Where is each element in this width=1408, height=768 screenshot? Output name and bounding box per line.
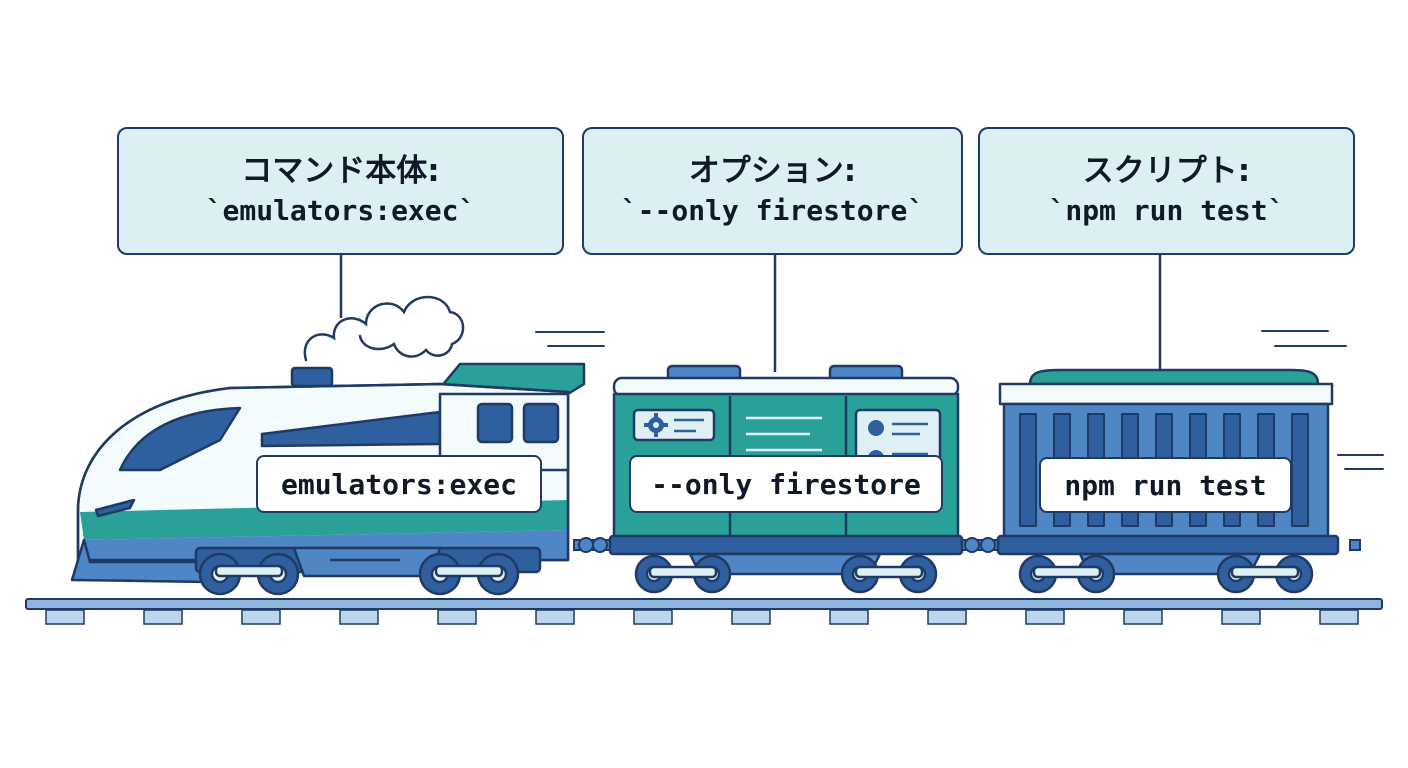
callout-command: `emulators:exec` xyxy=(205,194,476,227)
locomotive-chimney xyxy=(290,366,334,388)
callout-title: スクリプト: xyxy=(1082,153,1251,189)
callout-option: オプション: `--only firestore` xyxy=(582,127,963,255)
speed-lines xyxy=(535,330,1384,470)
gear-icon xyxy=(644,413,668,437)
callout-title: オプション: xyxy=(688,153,857,189)
steam-cloud xyxy=(303,295,465,362)
middle-car-wheels xyxy=(634,554,938,594)
callout-title: コマンド本体: xyxy=(241,153,440,189)
callout-command-body: コマンド本体: `emulators:exec` xyxy=(117,127,564,255)
locomotive-window-2 xyxy=(522,402,560,444)
middle-car-label-plate: --only firestore xyxy=(629,455,943,513)
railway-track xyxy=(25,598,1383,625)
locomotive-label-plate: emulators:exec xyxy=(256,455,542,513)
locomotive-windshield xyxy=(118,406,242,472)
last-car-wheels xyxy=(1018,554,1314,594)
locomotive-wheels xyxy=(198,552,520,596)
callout-command: `--only firestore` xyxy=(620,194,925,227)
callout-script: スクリプト: `npm run test` xyxy=(978,127,1355,255)
connector-lines xyxy=(339,255,1162,372)
last-car-label-plate: npm run test xyxy=(1039,457,1292,513)
locomotive-headlight xyxy=(94,498,136,518)
callout-command: `npm run test` xyxy=(1048,194,1285,227)
locomotive xyxy=(70,362,586,584)
locomotive-window-1 xyxy=(476,402,514,444)
